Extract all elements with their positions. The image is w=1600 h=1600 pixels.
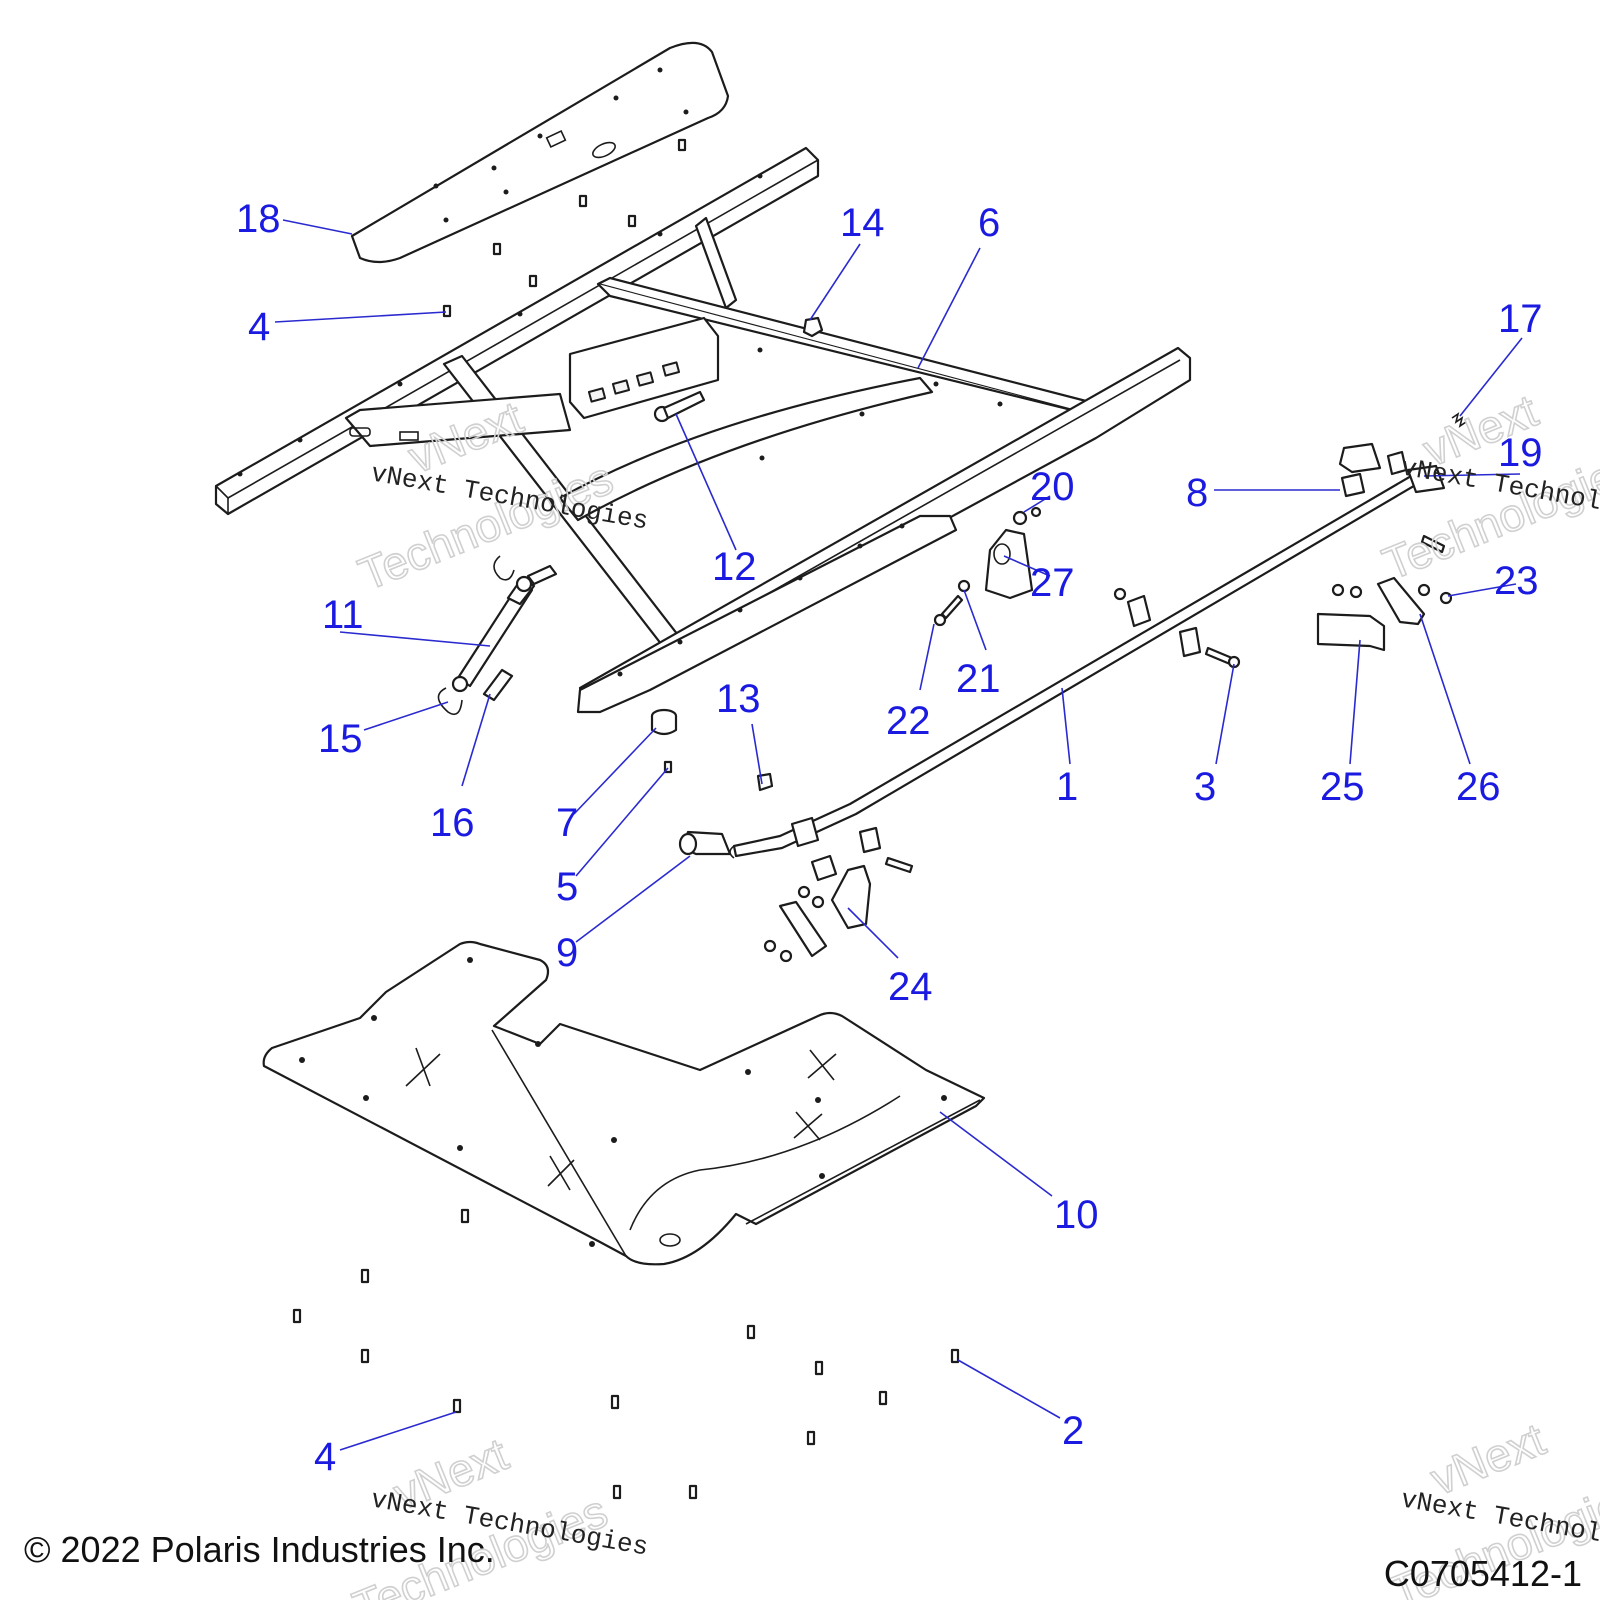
callout-23: 23	[1494, 559, 1539, 603]
part-8-bushing	[1338, 442, 1382, 498]
callout-21: 21	[956, 657, 1001, 701]
callout-17: 17	[1498, 297, 1543, 341]
figure-code: C0705412-1	[1384, 1553, 1582, 1594]
callout-24: 24	[888, 965, 933, 1009]
callout-4-bottom: 4	[314, 1435, 336, 1479]
part-17-spring	[1451, 412, 1467, 428]
callout-19: 19	[1498, 431, 1543, 475]
part-3-bolt	[1204, 646, 1241, 669]
callout-5: 5	[556, 865, 578, 909]
part-23-bolts	[1331, 534, 1453, 605]
callout-22: 22	[886, 699, 931, 743]
part-25-bracket	[1316, 612, 1386, 652]
callout-4-top: 4	[248, 305, 270, 349]
callout-6: 6	[978, 201, 1000, 245]
callout-26: 26	[1456, 765, 1501, 809]
part-9-sleeve	[678, 830, 732, 856]
part-20-washer	[1012, 506, 1042, 526]
callout-11: 11	[322, 593, 364, 637]
callout-18: 18	[236, 197, 281, 241]
callout-13: 13	[716, 677, 761, 721]
mid-clamps	[1113, 587, 1202, 658]
part-15-clip	[437, 555, 515, 716]
callout-14: 14	[840, 201, 885, 245]
callout-15: 15	[318, 717, 363, 761]
callout-16: 16	[430, 801, 475, 845]
part-6-frame	[214, 146, 1192, 714]
callout-7: 7	[556, 801, 578, 845]
part-14-nut	[802, 316, 824, 338]
part-10-skid-plate	[262, 940, 986, 1266]
callout-8: 8	[1186, 471, 1208, 515]
callout-25: 25	[1320, 765, 1365, 809]
loose-screws	[292, 1208, 960, 1500]
part-19-bushing	[1386, 450, 1446, 494]
part-16-pin	[482, 668, 514, 702]
part-22-bolt	[933, 594, 964, 627]
part-5-screw	[663, 760, 673, 774]
callout-27: 27	[1030, 561, 1075, 605]
part-12-bolt	[653, 390, 706, 423]
callout-3: 3	[1194, 765, 1216, 809]
part-21-washer	[957, 579, 971, 593]
callout-1: 1	[1056, 765, 1078, 809]
leader-lines	[274, 219, 1523, 1451]
callout-9: 9	[556, 931, 578, 975]
callout-20: 20	[1030, 465, 1075, 509]
part-7-bushing	[650, 708, 678, 736]
part-18-plate	[350, 41, 730, 264]
plate-screws	[442, 138, 687, 318]
copyright-text: © 2022 Polaris Industries Inc.	[24, 1529, 495, 1570]
callouts: 18 4 14 6 17 19 8 20 27 23 12 21 22 13 1…	[236, 197, 1543, 1479]
part-11-strut	[451, 564, 558, 693]
callout-2: 2	[1062, 1409, 1084, 1453]
callout-10: 10	[1054, 1193, 1099, 1237]
part-24-bracket	[763, 816, 914, 963]
part-27-bracket	[984, 528, 1034, 600]
callout-12: 12	[712, 545, 757, 589]
